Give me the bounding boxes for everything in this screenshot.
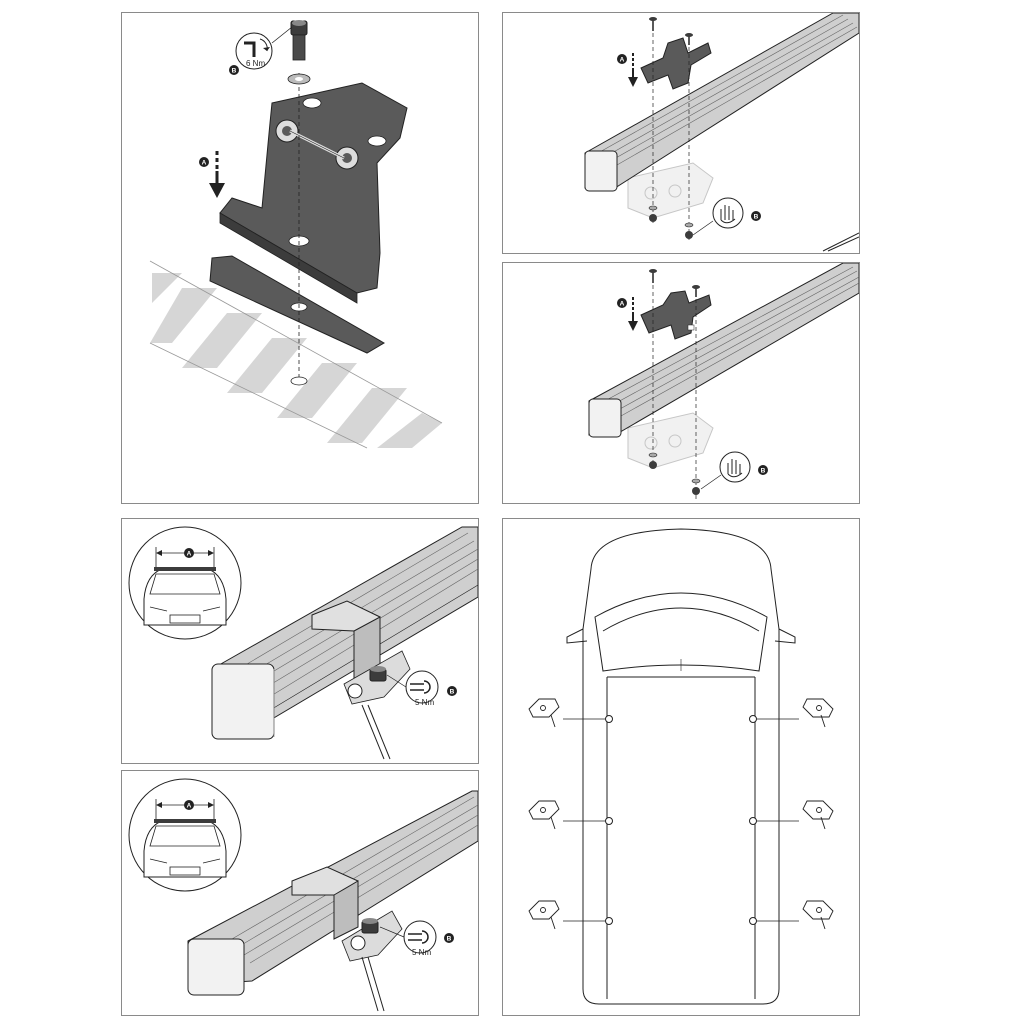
arrow-down-icon — [628, 297, 638, 331]
van-top-view — [528, 528, 834, 1005]
step-5-illustration: 5 Nm B A — [128, 778, 478, 1012]
bracket-under — [341, 910, 403, 1012]
torque-label: 5 Nm — [412, 948, 431, 957]
arrow-down-icon — [628, 53, 638, 87]
marker-a-label: A — [187, 802, 192, 809]
hex-key-icon — [235, 26, 293, 70]
washer — [287, 73, 311, 85]
step-5-panel: 5 Nm B A — [121, 770, 479, 1016]
step-3-panel: B A — [502, 262, 860, 504]
bar-clamp — [311, 600, 381, 682]
nut — [369, 666, 387, 682]
nut — [361, 918, 379, 934]
marker-b-label: B — [754, 213, 759, 220]
screw-left — [649, 269, 657, 283]
bracket-icon-right-3 — [802, 900, 834, 930]
marker-b-label: B — [761, 467, 766, 474]
torque-label: 5 Nm — [415, 698, 434, 707]
screw-left — [649, 17, 657, 31]
bracket-icon-right-2 — [802, 800, 834, 830]
arrow-down-icon — [209, 151, 225, 198]
hand-tighten-icon — [700, 451, 751, 490]
marker-b-badge — [229, 65, 239, 75]
marker-b-label: B — [232, 67, 237, 74]
car-front-inset — [128, 526, 242, 640]
marker-a-label: A — [187, 550, 192, 557]
roof-bar — [588, 263, 859, 438]
hand-tighten-icon — [692, 197, 744, 236]
step-4-illustration: 5 Nm B A — [128, 526, 478, 760]
bracket-icon-left-2 — [528, 800, 560, 830]
marker-a-badge — [184, 548, 194, 558]
u-bracket — [640, 37, 712, 90]
step-2-panel: B A — [502, 12, 860, 254]
bracket-icon-left-1 — [528, 698, 560, 728]
bolt — [290, 20, 308, 61]
bracket-icon-right-1 — [802, 698, 834, 728]
bracket-icon-left-3 — [528, 900, 560, 930]
marker-a-label: A — [620, 56, 625, 63]
marker-a-badge — [617, 54, 627, 64]
roof-hole — [290, 376, 308, 386]
step-1-illustration: 6 Nm B A — [149, 20, 443, 449]
marker-a-badge — [617, 298, 627, 308]
step-1-panel: 6 Nm B A — [121, 12, 479, 504]
roof-bar — [211, 526, 478, 740]
roof-stripe-surface — [149, 260, 443, 449]
wrench-icon — [386, 670, 439, 704]
marker-b-badge — [444, 933, 454, 943]
mount-points — [563, 715, 799, 925]
marker-a-label: A — [202, 159, 207, 166]
marker-a-label: A — [620, 300, 625, 307]
step-2-illustration: B A — [584, 13, 859, 252]
car-front-inset — [128, 778, 242, 892]
ghost-bracket — [627, 162, 714, 219]
marker-a-badge — [199, 157, 209, 167]
wrench-icon — [379, 920, 437, 954]
bar-clamp — [291, 866, 359, 940]
marker-b-label: B — [450, 688, 455, 695]
nut-left — [648, 452, 658, 469]
step-3-illustration: B A — [588, 263, 859, 501]
nut-right — [691, 478, 701, 495]
marker-b-label: B — [447, 935, 452, 942]
marker-b-badge — [751, 211, 761, 221]
roof-bar — [584, 13, 859, 192]
van-outline — [566, 528, 796, 1005]
marker-b-badge — [758, 465, 768, 475]
step-4-panel: 5 Nm B A — [121, 518, 479, 764]
marker-b-badge — [447, 686, 457, 696]
torque-label: 6 Nm — [246, 59, 265, 68]
nut-left — [648, 205, 658, 222]
screw-right — [692, 285, 700, 297]
step-6-panel — [502, 518, 860, 1016]
screw-right — [685, 33, 693, 45]
u-bracket — [640, 290, 712, 340]
marker-a-badge — [184, 800, 194, 810]
ghost-bracket — [627, 412, 714, 469]
nut-right — [684, 222, 694, 239]
